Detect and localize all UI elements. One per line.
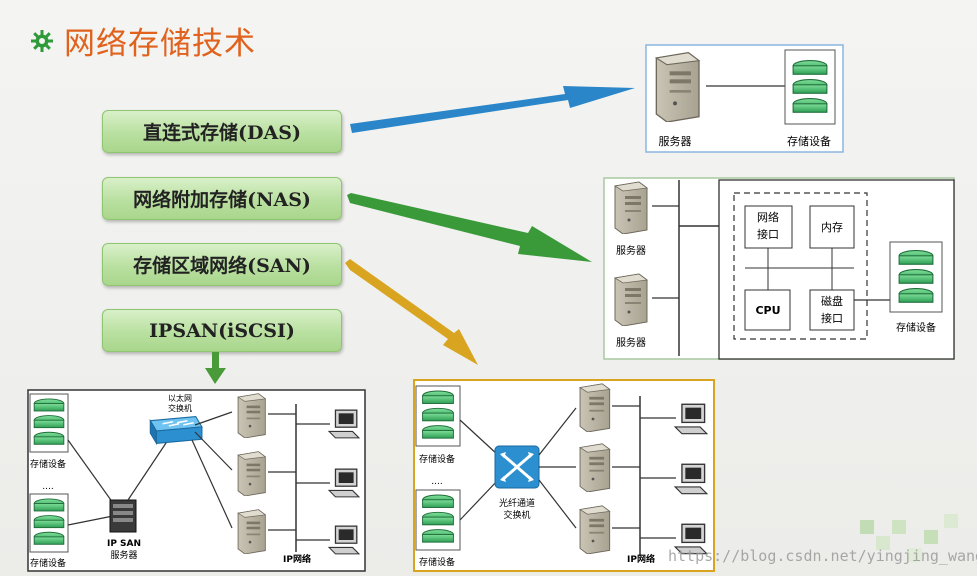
nas-panel: 服务器 服务器 网络 接口 内存 CPU 磁盘 接口 存储设备 bbox=[603, 177, 955, 360]
gear-icon bbox=[31, 29, 53, 52]
slide-title: 网络存储技术 bbox=[30, 18, 256, 63]
server-icon bbox=[579, 505, 611, 554]
server-icon bbox=[579, 383, 611, 432]
das-panel: 服务器 存储设备 bbox=[645, 44, 844, 153]
fibre-switch-icon bbox=[494, 445, 540, 489]
nas-server2-label: 服务器 bbox=[616, 336, 646, 349]
ethernet-switch-label2: 交换机 bbox=[168, 403, 192, 413]
ipsan-storage-top-label: 存储设备 bbox=[30, 458, 66, 470]
ipsan-ip-net-label: IP网络 bbox=[283, 553, 311, 565]
ipsan-arrow bbox=[205, 352, 226, 384]
nas-storage-label: 存储设备 bbox=[896, 321, 936, 334]
san-arrow bbox=[345, 259, 478, 365]
san-storage-bottom-label: 存储设备 bbox=[419, 556, 455, 568]
ipsan-panel: 存储设备 .... 存储设备 IP SAN 服务器 以太网 交换机 bbox=[27, 389, 366, 572]
server-icon bbox=[237, 451, 266, 496]
ip-san-server-icon bbox=[109, 499, 137, 533]
disk-interface-label2: 接口 bbox=[821, 312, 843, 325]
server-icon bbox=[655, 51, 700, 122]
das-storage-label: 存储设备 bbox=[787, 134, 831, 148]
das-arrow bbox=[350, 86, 635, 133]
das-server-label: 服务器 bbox=[659, 135, 692, 148]
cpu-label: CPU bbox=[755, 304, 780, 317]
das-button[interactable]: 直连式存储(DAS) bbox=[102, 110, 342, 153]
storage-icon bbox=[422, 390, 454, 439]
disk-interface-label: 磁盘 bbox=[821, 294, 843, 308]
net-interface-label: 网络 bbox=[757, 210, 779, 224]
server-icon bbox=[579, 443, 611, 492]
net-interface-label2: 接口 bbox=[757, 228, 779, 241]
nas-arrow bbox=[347, 193, 592, 262]
server-icon bbox=[614, 181, 648, 234]
storage-icon bbox=[422, 494, 454, 543]
san-ip-net-label: IP网络 bbox=[627, 553, 655, 565]
san-ellipsis: .... bbox=[431, 477, 442, 487]
san-storage-top-label: 存储设备 bbox=[419, 453, 455, 465]
nas-server1-label: 服务器 bbox=[616, 244, 646, 257]
ethernet-switch-label: 以太网 bbox=[168, 393, 192, 403]
title-text: 网络存储技术 bbox=[64, 26, 256, 62]
nas-button[interactable]: 网络附加存储(NAS) bbox=[102, 177, 342, 220]
ipsan-storage-bottom-label: 存储设备 bbox=[30, 557, 66, 569]
ipsan-server-label: IP SAN bbox=[107, 539, 141, 549]
watermark-text: https://blog.csdn.net/yingjing_wang bbox=[668, 547, 977, 565]
storage-icon bbox=[33, 498, 65, 545]
memory-label: 内存 bbox=[821, 220, 843, 234]
san-button[interactable]: 存储区域网络(SAN) bbox=[102, 243, 342, 286]
corner-decoration bbox=[860, 514, 958, 562]
storage-icon bbox=[792, 60, 828, 113]
fibre-switch-label2: 交换机 bbox=[503, 509, 530, 521]
fibre-switch-label: 光纤通道 bbox=[499, 497, 535, 509]
server-icon bbox=[614, 273, 648, 326]
ipsan-ellipsis: .... bbox=[42, 482, 53, 492]
storage-icon bbox=[898, 250, 934, 303]
ethernet-switch-icon bbox=[149, 415, 203, 445]
storage-icon bbox=[33, 398, 65, 445]
ipsan-server-label2: 服务器 bbox=[110, 549, 137, 561]
san-panel: 存储设备 .... 存储设备 光纤通道 交换机 IP网络 bbox=[413, 379, 715, 572]
server-icon bbox=[237, 393, 266, 438]
server-icon bbox=[237, 509, 266, 554]
ipsan-button[interactable]: IPSAN(iSCSI) bbox=[102, 309, 342, 352]
